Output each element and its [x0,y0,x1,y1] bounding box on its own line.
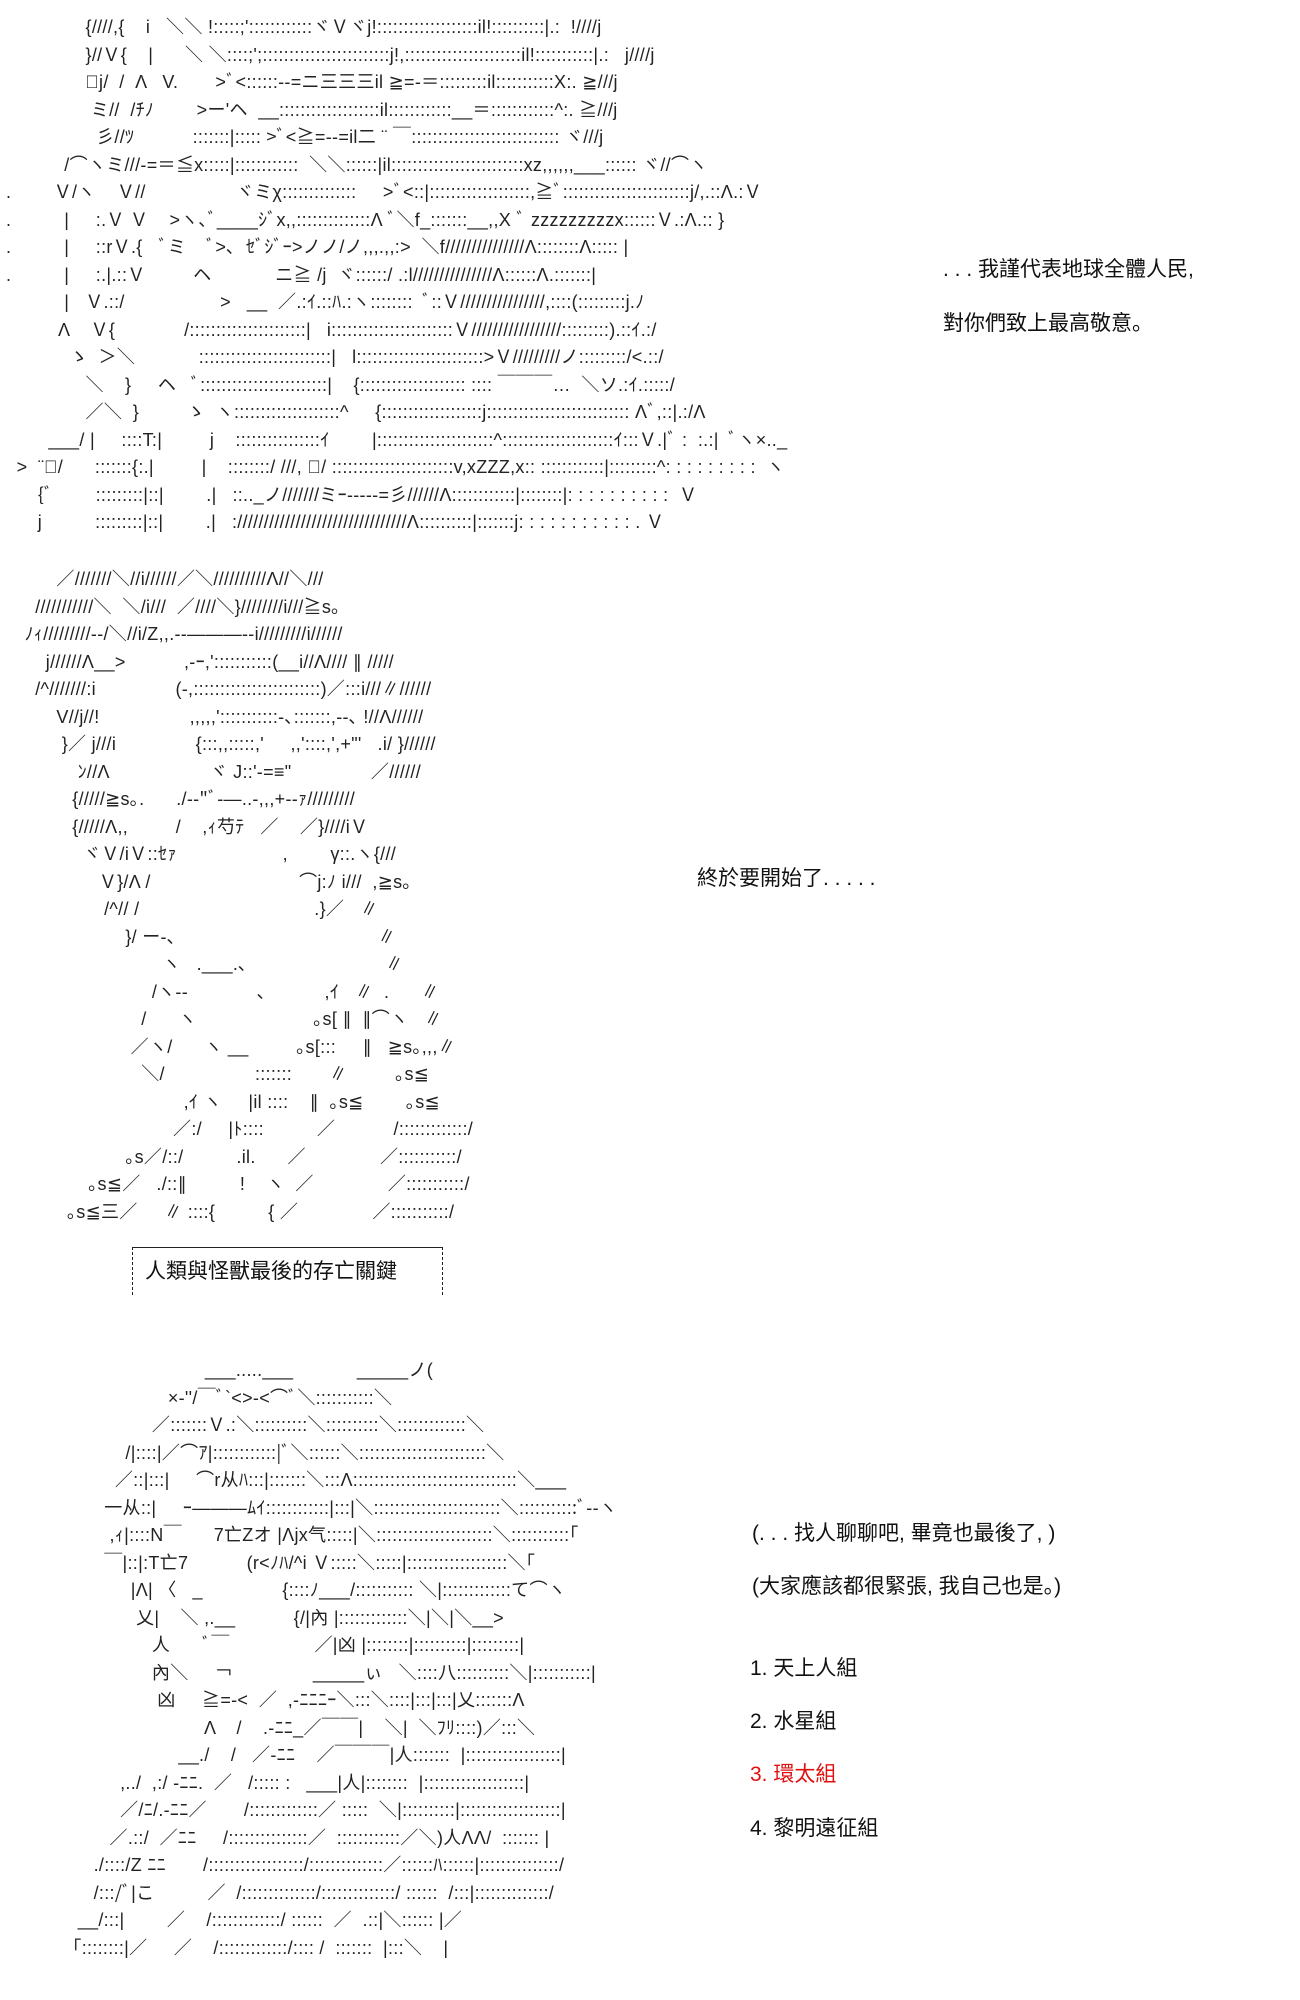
ascii-art-line: {/////Λ,, / ,ｨ芍ﾃ ／ ／}////iＶ [14,816,369,837]
choice-option-2[interactable]: 2. 水星組 [750,1710,837,1733]
ascii-art-line: /^// / .}／ ∥ [14,899,379,919]
ascii-art-line: {////,{ i ＼＼ !:::::;'::::::::::::ヾＶヾj!::… [6,17,602,37]
caption-box: 人類與怪獸最後的存亡關鍵 [132,1247,443,1295]
ascii-art-line: /|::::|／⌒ｱ|::::::::::::|ﾞ＼::::::＼:::::::… [30,1442,505,1463]
ascii-art-line: Ｖ}/Λ / ⌒j:ﾉ i/// ,≧s｡ [14,871,412,892]
ascii-art-line: 凶 ≧=-< ／ ,-ﾆﾆﾆｰ＼:::＼::::|:::|:::|乂::::::… [30,1690,525,1710]
ascii-art-line: j//////Λ__> ,-ｰ,':::::::::::(__i//Λ//// … [14,651,394,672]
ascii-art-line: ／ヽ/ ヽ __ ｡s[::: ∥ ≧s｡,,,∥ [14,1036,456,1057]
ascii-art-line: }/ ー-､ ∥ [14,926,396,947]
ascii-art-line: . | :.|.::Ｖ ヘ ニ≧ /j ヾ::::::/ .:l////////… [6,264,597,285]
ascii-art-line: __/:::| ／ /:::::::::::::/ :::::: ／ .::|＼… [30,1910,463,1930]
ascii-art-line: ヾＶ/iＶ::ｾｧ , γ::.ヽ{/// [14,844,397,864]
ascii-art-line: ＼/ ::::::: ∥ ｡s≦ [14,1064,430,1084]
ascii-art-line: ￣|::|:T亡7 (r<ﾉﾊ/^i Ｖ:::::＼:::::|::::::::… [30,1552,536,1573]
ascii-art-line: . Ｖ/ヽ Ｖ// ヾミχ:::::::::::::: >ﾞ<::|::::::… [6,182,762,202]
ascii-art-line: ｢::::::::|／ ／ /:::::::::::::/:::: / ::::… [30,1937,449,1958]
ascii-art-line: ／::|:::| ⌒r从ﾊ:::|:::::::＼:::Λ:::::::::::… [30,1470,567,1490]
ascii-art-line: /ヽ-- ､ ,ｲ ∥ . ∥ [14,981,440,1002]
ascii-art-line: ＼ } ヘ ﾞ::::::::::::::::::::::::| {::::::… [6,374,676,395]
ascii-art-line: ／///////＼//i//////／＼//////////Λ//＼/// [14,569,324,589]
ascii-art-line: ／.::/ ／ﾆﾆ /:::::::::::::::／ ::::::::::::… [30,1827,550,1848]
ascii-art-line: ｡s≦三／ ∥ ::::{ { ／ ／:::::::::::/ [14,1201,455,1222]
ascii-art-line: }//Ｖ{ | ＼ ＼::::;';::::::::::::::::::::::… [6,44,655,65]
ascii-art-line: ×‐''/￣ﾞ`<>-<⌒ﾞ＼:::::::::::＼ [30,1387,393,1408]
ascii-art-line: 一从::| ｰ―――ﾑｲ::::::::::::|:::|＼::::::::::… [30,1497,618,1518]
ascii-art-line: / ヽ ｡s[ ∥ ∥⌒ヽ ∥ [14,1009,443,1029]
ascii-art-line: /⌒ヽミ///-=＝≦x:::::|:::::::::::: ＼＼::::::|… [6,154,708,175]
ascii-art-line: ,ｨ|::::N￣ 7亡Zオ |Λjx气:::::|＼:::::::::::::… [30,1525,579,1545]
ascii-art-line: | Ｖ.::/ > __ ／.:ｲ.::ﾊ.:ヽ:::::::: ﾞ::Ｖ///… [6,292,645,312]
ascii-art-line: Λ / .-ﾆﾆ_／￣￣| ＼| ＼ﾌﾘ::::)／:::＼ [30,1717,536,1738]
ascii-art-scene-2: ／///////＼//i//////／＼//////////Λ//＼/// //… [14,566,473,1226]
ascii-art-line: ﾝ//Λ ヾ J::'-=≡" ／////// [14,761,422,782]
ascii-art-line: }／ j///i {:::,,:::::,' ,,'::::,',+"' .i/… [14,734,436,754]
ascii-art-line: ／＼ } ゝ ヽ::::::::::::::::::::^ {:::::::::… [6,402,706,422]
ascii-art-line: 乂| ＼ ,.__ {/|內 |:::::::::::::＼|＼|＼__> [30,1607,504,1628]
choice-option-1[interactable]: 1. 天上人組 [750,1657,858,1680]
ascii-art-line: 人 ﾞ￣ ／|凶 |::::::::|::::::::::|:::::::::| [30,1635,525,1655]
ascii-art-line: __./ / ／-ﾆﾆ ／￣￣￣|人::::::: |:::::::::::::… [30,1745,567,1765]
ascii-art-line: ｡s≦／ ./::∥ ! ヽ ／ ／:::::::::::/ [14,1174,470,1194]
ascii-art-line: 內＼ ￢ _____ぃ ＼::::八::::::::::＼|::::::::::… [30,1662,596,1683]
ascii-art-line: ,ｲ ヽ |il :::: ∥ ｡s≦ ｡s≦ [14,1091,440,1112]
ascii-art-line: ,../ ,:/ -ﾆﾆ. ／ /::::: : ___|人|:::::::: … [30,1772,530,1793]
ascii-art-line: ___/ | ::::T:| j ::::::::::::::::ｲ |::::… [6,429,788,450]
ascii-art-scene-1: {////,{ i ＼＼ !:::::;'::::::::::::ヾＶヾj!::… [6,14,787,537]
choice-option-4[interactable]: 4. 黎明遠征組 [750,1817,879,1840]
ascii-art-line: ___.....___ _____ノ( [30,1360,434,1380]
ascii-art-line: ヽ .___.､ ∥ [14,954,404,974]
ascii-art-line: Λ Ｖ{ /::::::::::::::::::::::| i:::::::::… [6,319,657,340]
ascii-art-line: ／/ﾆ/.-ﾆﾆ／ /:::::::::::::／ ::::: ＼|::::::… [30,1800,566,1820]
ascii-art-line: ./::::/Z ﾆﾆ /::::::::::::::::::/::::::::… [30,1855,565,1875]
ascii-art-line: ゝ ＞＼ :::::::::::::::::::::::::| l:::::::… [6,347,664,367]
ascii-art-line: j :::::::::|::| .| :////////////////////… [6,512,665,532]
ascii-art-line: V//j//! ,,,,,':::::::::::-､:::::::,--､ !… [14,706,424,727]
choice-option-3-selected[interactable]: 3. 環太組 [750,1763,837,1786]
ascii-art-line: |Λ| 〈 _ {::::ﾉ___/::::::::::: ＼|::::::::… [30,1580,567,1600]
ascii-art-line: ミ// /ﾁﾉ >ー'ヘ __:::::::::::::::::::il::::… [6,99,618,120]
ascii-art-line: {/////≧s｡. ./-‐"ﾞ‐―..-,,,+-‐ｧ///////// [14,789,356,809]
dialogue-line: . . . 我謹代表地球全體人民, [943,258,1194,281]
ascii-art-line: . | :.Ｖ Ｖ >ヽ､ﾞ____ｼﾞx,,::::::::::::::Λ ﾞ… [6,209,725,230]
dialogue-line: (. . . 找人聊聊吧, 畢竟也最後了, ) [752,1522,1056,1545]
ascii-art-line: ///////////＼ ＼/i/// ／////＼}////////i///≧… [14,596,341,617]
ascii-art-line: 彡//ﾂ :::::::|::::: >ﾞ<≧=--=il二 ¨ ￣::::::… [6,127,604,147]
ascii-art-scene-3: ___.....___ _____ノ( ×‐''/￣ﾞ`<>-<⌒ﾞ＼:::::… [30,1357,617,1962]
ascii-art-line: ／:::::::Ｖ.:＼::::::::::＼::::::::::＼::::::… [30,1415,485,1435]
ascii-art-line: > ¨ﾞ/ :::::::{:.| | ::::::::/ ///, ＼/ ::… [6,457,785,477]
ascii-art-line: ﾉｨ/////////--/＼//i/Z,,.--―――--i/////////… [14,624,343,644]
ascii-art-line: ／:/ |ﾄ:::: ／ /:::::::::::::/ [14,1119,474,1139]
ascii-art-line: . | ::rＶ.{ ﾞミ ﾞ>､ ｾﾞｼﾞｰ>ノノ/ノ,,,.,,:> ＼f/… [6,237,629,257]
ascii-art-line: ｡s／/::/ .il. ／ ／:::::::::::/ [14,1146,462,1167]
ascii-art-line: ﾞj/ / Λ V. >ﾞ<::::::--=ニ三三三il ≧=-＝::::::… [6,72,618,92]
dialogue-line: 對你們致上最高敬意。 [943,312,1153,335]
ascii-art-line: /^///////:i (-,::::::::::::::::::::::::)… [14,679,432,699]
dialogue-line: 終於要開始了. . . . . [697,867,876,890]
ascii-art-line: {ﾞ :::::::::|::| .| ::.._ノ///////ミｰ-----… [6,484,698,505]
dialogue-line: (大家應該都很緊張, 我自己也是。) [752,1575,1062,1598]
ascii-art-line: /:::/ﾞ|こ ／ /::::::::::::::/:::::::::::::… [30,1882,555,1903]
